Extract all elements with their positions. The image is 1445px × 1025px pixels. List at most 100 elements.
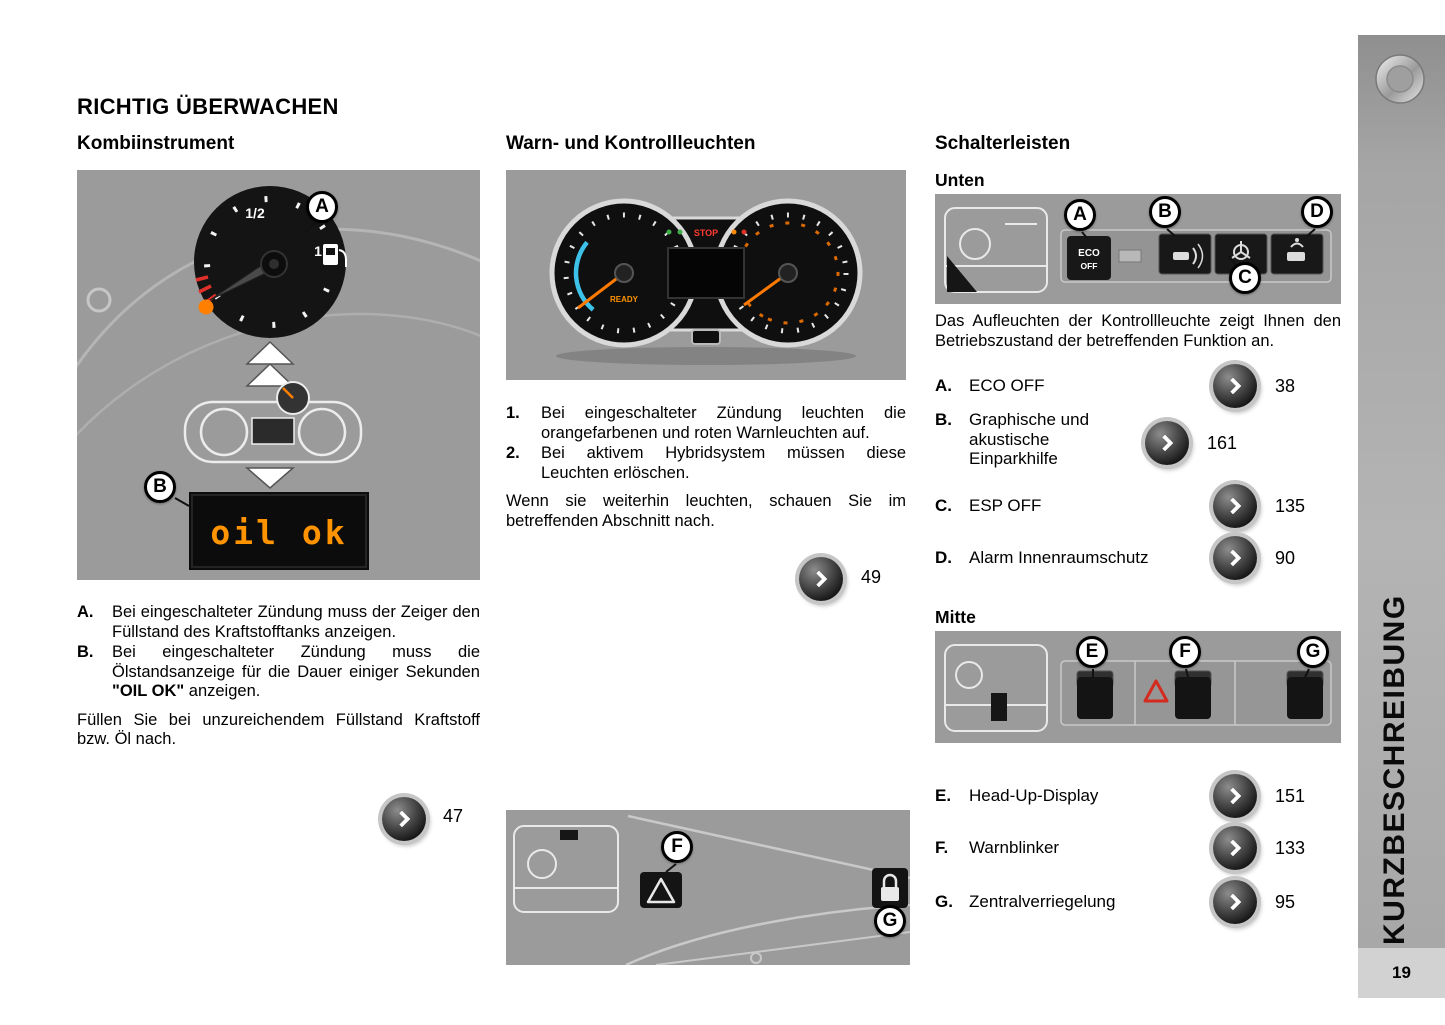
chevron-right-icon bbox=[1224, 549, 1241, 567]
page-link-icon[interactable] bbox=[1145, 421, 1189, 465]
item-text: Bei aktivem Hybridsystem müssen diese Le… bbox=[541, 444, 906, 482]
item-marker: B. bbox=[77, 643, 94, 661]
chapter-ring-icon bbox=[1375, 54, 1425, 104]
chevron-right-icon bbox=[1156, 434, 1173, 452]
switch-panel-unten-figure: ECO OFF A B C D bbox=[935, 194, 1341, 304]
item-marker: C. bbox=[935, 496, 952, 515]
subheading-mitte: Mitte bbox=[935, 607, 976, 627]
unten-intro-text: Das Aufleuchten der Kontrollleuchte zeig… bbox=[935, 312, 1341, 350]
page-ref-number: 38 bbox=[1275, 375, 1296, 396]
chapter-label: KURZBESCHREIBUNG bbox=[1378, 594, 1411, 945]
central-lock-switch bbox=[1287, 677, 1323, 719]
callout-g: G bbox=[874, 905, 906, 937]
item-label: Zentralverriegelung bbox=[969, 892, 1116, 912]
parking-sensor-icon bbox=[1192, 247, 1197, 265]
hybrid-blue-arc bbox=[573, 222, 675, 324]
list-item-2: 2. Bei aktivem Hybridsystem müssen diese… bbox=[506, 444, 906, 483]
list-item-a: A. Bei eingeschalteter Zündung muss der … bbox=[77, 603, 480, 642]
unten-reference-list: A. ECO OFF 38 B. Graphische und akustisc… bbox=[935, 352, 1341, 588]
cluster-sketch bbox=[183, 400, 363, 464]
page-link-icon[interactable] bbox=[1213, 826, 1257, 870]
hazard-lock-figure: F G bbox=[506, 810, 910, 965]
cockpit-sketch bbox=[944, 644, 1048, 732]
oil-ok-text: oil ok bbox=[210, 513, 347, 552]
item-marker: B. bbox=[935, 410, 952, 429]
item-marker: F. bbox=[935, 838, 949, 857]
item-label: Alarm Innenraumschutz bbox=[969, 548, 1149, 568]
instrument-cluster-figure: READY STOP bbox=[506, 170, 906, 380]
center-display bbox=[667, 247, 745, 299]
zoom-arrow-up-icon bbox=[245, 362, 295, 387]
page-link-icon[interactable] bbox=[1213, 364, 1257, 408]
chevron-right-icon bbox=[393, 810, 410, 828]
switch-panel-unten-illustration: ECO OFF bbox=[944, 207, 1332, 293]
callout-g: G bbox=[1297, 636, 1329, 668]
item-marker: 2. bbox=[506, 444, 520, 462]
callout-e: E bbox=[1076, 636, 1108, 668]
fuel-gauge-illustration: 1/2 1 oil ok bbox=[77, 186, 480, 570]
section-heading-kombiinstrument: Kombiinstrument bbox=[77, 133, 235, 154]
switch-panel-mitte-illustration bbox=[944, 644, 1332, 732]
cockpit-sketch bbox=[944, 207, 1048, 293]
chapter-tab bbox=[1358, 35, 1445, 948]
instrument-cluster-illustration: READY STOP bbox=[549, 198, 863, 365]
ready-indicator: READY bbox=[610, 295, 639, 304]
subheading-unten: Unten bbox=[935, 170, 985, 190]
page-link-icon[interactable] bbox=[382, 797, 426, 841]
low-fuel-dot bbox=[198, 299, 214, 315]
note-text: Wenn sie weiterhin leuchten, schauen Sie… bbox=[506, 492, 906, 530]
callout-b: B bbox=[1149, 196, 1181, 228]
item-marker: E. bbox=[935, 786, 952, 805]
zoom-arrow-down-icon bbox=[244, 467, 296, 489]
section-heading-schalterleisten: Schalterleisten bbox=[935, 133, 1071, 154]
item-label: Head-Up-Display bbox=[969, 786, 1099, 806]
item-marker: D. bbox=[935, 548, 952, 567]
list-item: G. Zentralverriegelung 95 bbox=[935, 876, 1341, 928]
list-item-b: B. Bei eingeschalteter Zündung muss die … bbox=[77, 643, 480, 702]
page-link-icon[interactable] bbox=[1213, 880, 1257, 924]
list-item: F. Warnblinker 133 bbox=[935, 822, 1341, 874]
fuel-pump-icon bbox=[323, 244, 347, 267]
page-ref-number: 135 bbox=[1275, 495, 1306, 516]
page-link-icon[interactable] bbox=[1213, 536, 1257, 580]
item-text: Bei eingeschalteter Zündung muss der Zei… bbox=[112, 603, 480, 641]
oil-display bbox=[189, 492, 369, 570]
item-marker: 1. bbox=[506, 404, 520, 422]
item-label: ESP OFF bbox=[969, 496, 1042, 516]
chevron-right-icon bbox=[1224, 497, 1241, 515]
callout-f: F bbox=[661, 831, 693, 863]
callout-c: C bbox=[1229, 262, 1261, 294]
page-title: RICHTIG ÜBERWACHEN bbox=[77, 94, 339, 119]
page-link-icon[interactable] bbox=[1213, 484, 1257, 528]
callout-d: D bbox=[1301, 196, 1333, 228]
eco-off-button bbox=[1067, 236, 1111, 280]
item-text: Bei eingeschalteter Zündung muss die Öls… bbox=[112, 643, 480, 700]
chevron-right-icon bbox=[1224, 893, 1241, 911]
chevron-right-icon bbox=[810, 570, 827, 588]
page-ref-number: 133 bbox=[1275, 837, 1306, 858]
eco-button-label: ECO bbox=[1078, 248, 1100, 259]
list-item: E. Head-Up-Display 151 bbox=[935, 770, 1341, 822]
page-link-icon[interactable] bbox=[799, 557, 843, 601]
location-marker bbox=[947, 256, 977, 292]
list-item: C. ESP OFF 135 bbox=[935, 480, 1341, 532]
hazard-triangle-icon bbox=[1143, 679, 1169, 703]
page-link-icon[interactable] bbox=[1213, 774, 1257, 818]
list-item: A. ECO OFF 38 bbox=[935, 360, 1341, 412]
stop-indicator: STOP bbox=[694, 228, 718, 238]
page-ref-number: 90 bbox=[1275, 547, 1296, 568]
chevron-right-icon bbox=[1224, 839, 1241, 857]
item-text: Bei eingeschalteter Zündung leuchten die… bbox=[541, 404, 906, 442]
hazard-switch bbox=[1175, 677, 1211, 719]
item-label: Graphische und akustische Einparkhilfe bbox=[969, 410, 1090, 468]
item-marker: A. bbox=[77, 603, 94, 621]
page-ref-number: 151 bbox=[1275, 785, 1306, 806]
page-ref-number: 49 bbox=[861, 567, 882, 587]
item-marker: G. bbox=[935, 892, 953, 911]
page-ref-number: 95 bbox=[1275, 891, 1296, 912]
fuel-gauge-figure: 1/2 1 oil ok A B bbox=[77, 170, 480, 580]
list-item-1: 1. Bei eingeschalteter Zündung leuchten … bbox=[506, 404, 906, 443]
gauge-half-label: 1/2 bbox=[245, 205, 265, 221]
item-label: Warnblinker bbox=[969, 838, 1060, 858]
location-marker bbox=[991, 693, 1007, 721]
